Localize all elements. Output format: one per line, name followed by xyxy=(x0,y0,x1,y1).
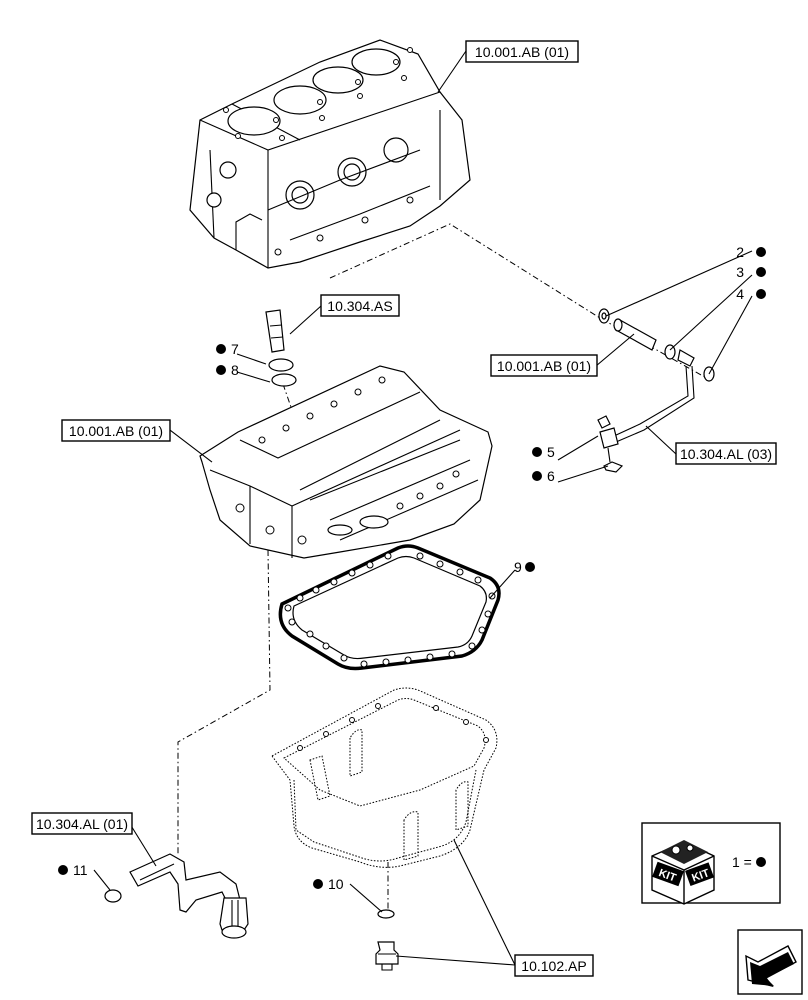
legend-equals-text: 1 = xyxy=(732,854,752,870)
callout-4: 4 xyxy=(736,286,766,302)
svg-text:10: 10 xyxy=(328,876,344,892)
svg-text:8: 8 xyxy=(231,362,239,378)
svg-text:10.001.AB (01): 10.001.AB (01) xyxy=(497,358,591,374)
kit-dot-icon xyxy=(313,879,323,889)
ref-box-engine-block[interactable]: 10.001.AB (01) xyxy=(465,40,579,63)
svg-text:5: 5 xyxy=(547,444,555,460)
svg-text:KIT: KIT xyxy=(690,867,711,884)
svg-text:KIT: KIT xyxy=(657,867,678,884)
callout-5: 5 xyxy=(532,444,555,460)
callout-10: 10 xyxy=(313,876,344,892)
callout-6: 6 xyxy=(532,468,555,484)
svg-text:10.304.AL (03): 10.304.AL (03) xyxy=(680,446,772,462)
cylinder-bore xyxy=(227,106,281,136)
kit-dot-icon xyxy=(525,562,535,572)
alignment-lines xyxy=(177,223,711,912)
ref-box-oil-pan[interactable]: 10.102.AP xyxy=(514,954,594,977)
kit-dot-icon xyxy=(756,857,766,867)
callout-3: 3 xyxy=(736,264,766,280)
kit-box-icon: KIT KIT xyxy=(651,840,715,905)
engine-block xyxy=(189,39,471,269)
callout-9: 9 xyxy=(514,559,535,575)
sealing-washer xyxy=(664,344,676,360)
svg-text:3: 3 xyxy=(736,264,744,280)
svg-text:10.304.AS: 10.304.AS xyxy=(327,298,392,314)
svg-text:10.102.AP: 10.102.AP xyxy=(521,958,586,974)
kit-dot-icon xyxy=(532,471,542,481)
ref-box-pipe-connector[interactable]: 10.001.AB (01) xyxy=(490,354,598,377)
strainer-o-ring xyxy=(104,889,122,903)
svg-text:4: 4 xyxy=(736,286,744,302)
drain-plug xyxy=(375,941,399,965)
clip xyxy=(597,415,611,429)
ref-box-oil-pipe[interactable]: 10.304.AL (03) xyxy=(675,442,777,465)
kit-dot-icon xyxy=(216,344,226,354)
kit-dot-icon xyxy=(58,865,68,875)
cylinder-bore xyxy=(351,48,401,76)
callout-2: 2 xyxy=(736,244,766,260)
svg-text:10.304.AL (01): 10.304.AL (01) xyxy=(36,816,128,832)
callout-11: 11 xyxy=(58,862,88,878)
kit-dot-icon xyxy=(216,365,226,375)
callout-8: 8 xyxy=(216,362,239,378)
oil-pan-gasket xyxy=(278,544,501,671)
oil-pan xyxy=(271,687,498,971)
svg-text:11: 11 xyxy=(73,862,88,878)
pipe-end xyxy=(599,427,619,449)
kit-dot-icon xyxy=(532,447,542,457)
kit-legend: KIT KIT 1 = xyxy=(641,822,781,905)
svg-text:7: 7 xyxy=(231,341,239,357)
clamp xyxy=(603,461,624,473)
ref-box-oil-strainer[interactable]: 10.304.AL (01) xyxy=(31,812,133,835)
cylinder-bore xyxy=(273,85,327,115)
svg-text:10.001.AB (01): 10.001.AB (01) xyxy=(475,44,569,60)
kit-dot-icon xyxy=(756,267,766,277)
kit-dot-icon xyxy=(756,247,766,257)
o-ring xyxy=(268,358,294,372)
back-arrow-icon[interactable] xyxy=(737,929,803,995)
o-ring xyxy=(271,373,297,387)
svg-text:10.001.AB (01): 10.001.AB (01) xyxy=(69,423,163,439)
cylinder-bore xyxy=(312,66,364,94)
oil-pipe-assembly xyxy=(597,308,715,473)
svg-text:2: 2 xyxy=(736,244,744,260)
breather-pipe xyxy=(265,309,297,387)
svg-text:9: 9 xyxy=(514,559,522,575)
oil-strainer xyxy=(104,853,249,939)
leader-lines xyxy=(93,50,753,966)
svg-text:6: 6 xyxy=(547,468,555,484)
callout-7: 7 xyxy=(216,341,239,357)
gasket-bolt-holes xyxy=(284,552,496,668)
kit-dot-icon xyxy=(756,289,766,299)
ref-box-ladder-frame[interactable]: 10.001.AB (01) xyxy=(61,419,171,442)
ref-box-breather[interactable]: 10.304.AS xyxy=(320,294,400,317)
ladder-frame xyxy=(199,365,493,559)
